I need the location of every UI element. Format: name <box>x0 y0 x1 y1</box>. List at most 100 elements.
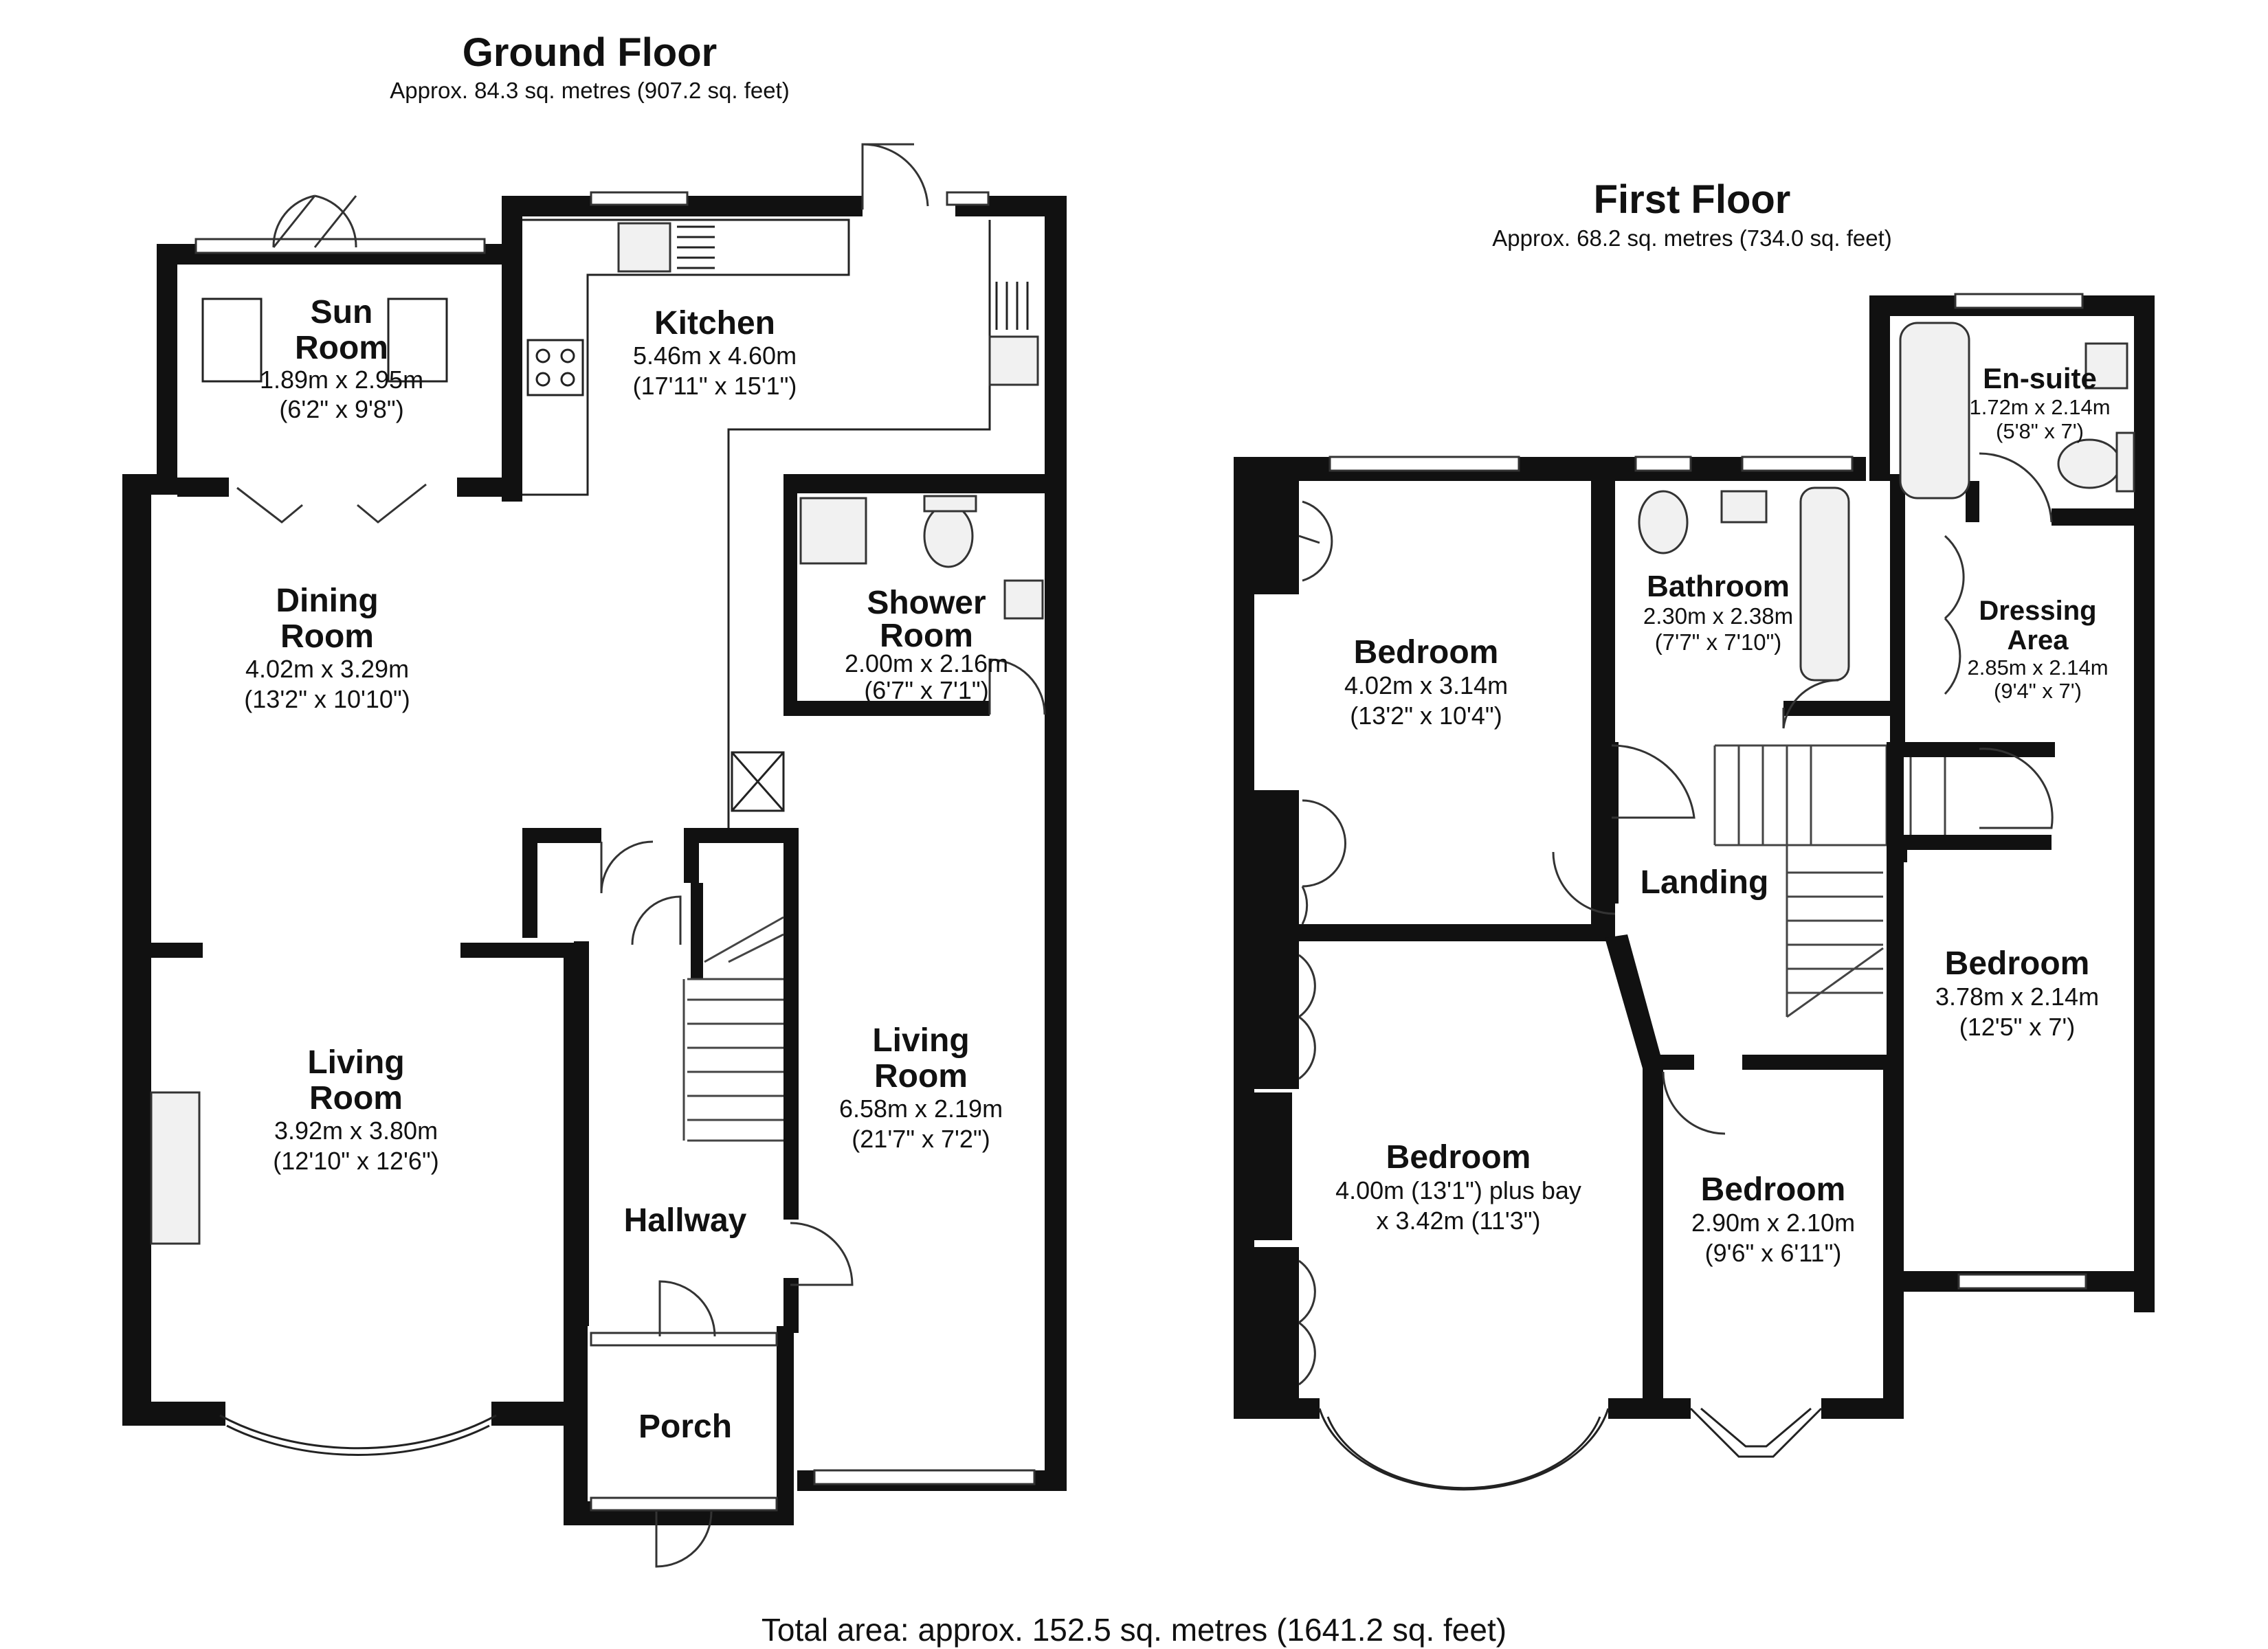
toilet-cistern <box>2115 431 2135 493</box>
door-icon <box>1979 452 2053 523</box>
wall <box>1643 1058 1663 1402</box>
cupboard-icon <box>731 751 785 812</box>
bedroom-window <box>1957 1273 2087 1290</box>
basin-icon <box>1720 490 1768 524</box>
bay-window-icon <box>226 1424 490 1456</box>
landing-name: Landing <box>1641 864 1769 901</box>
wall <box>1254 924 1612 941</box>
toilet-icon <box>1638 490 1689 554</box>
wall <box>122 474 151 1422</box>
wall <box>691 883 703 979</box>
wall <box>1821 1398 1904 1419</box>
wall <box>1783 701 1900 716</box>
wall <box>2052 508 2134 526</box>
kitchen-metric: 5.46m x 4.60m <box>633 341 797 370</box>
shower-room-name: Room <box>880 618 973 654</box>
door-icon <box>988 658 1046 715</box>
bedroom-3-name: Bedroom <box>1386 1139 1531 1176</box>
bifold-door-icon <box>236 483 427 524</box>
living-room-2-name: Room <box>874 1058 968 1095</box>
sun-room-imperial: (6'2" x 9'8") <box>279 395 403 423</box>
wall <box>1649 1055 1694 1070</box>
wall <box>1254 790 1299 928</box>
en-suite-metric: 1.72m x 2.14m <box>1969 395 2110 419</box>
sink-icon <box>617 222 671 273</box>
sun-room-metric: 1.89m x 2.95m <box>260 366 423 394</box>
kitchen-window <box>946 191 990 206</box>
kitchen-imperial: (17'11" x 15'1") <box>633 372 797 400</box>
french-door-icon <box>272 194 357 248</box>
shower-room-metric: 2.00m x 2.16m <box>845 649 1008 677</box>
hallway-name: Hallway <box>624 1202 747 1239</box>
bath-icon <box>1899 322 1970 500</box>
wall <box>1601 742 1619 904</box>
bedroom-2-imperial: (12'5" x 7') <box>1959 1013 2076 1041</box>
staircase-icon <box>1713 744 1946 846</box>
wall <box>574 941 589 1326</box>
living-room-2-metric: 6.58m x 2.19m <box>839 1095 1003 1123</box>
wall <box>1237 1092 1292 1240</box>
door-icon <box>600 840 654 894</box>
wall <box>177 478 229 497</box>
bedroom-1-name: Bedroom <box>1354 634 1499 671</box>
door-icon <box>1552 851 1616 915</box>
bedroom-3-imperial: x 3.42m (11'3") <box>1376 1207 1540 1235</box>
sun-room-name: Sun <box>311 294 373 330</box>
bathroom-name: Bathroom <box>1647 570 1790 603</box>
wall <box>684 828 699 883</box>
staircase-icon <box>704 916 784 963</box>
wall <box>2134 295 2155 1312</box>
wall <box>783 828 799 1220</box>
shower-room-name: Shower <box>867 585 986 621</box>
bathroom-window <box>1741 456 1854 472</box>
drainer-icon <box>677 225 715 269</box>
bath-icon <box>1799 486 1850 682</box>
porch-window <box>590 1332 778 1347</box>
shower-room-imperial: (6'7" x 7'1") <box>864 676 988 704</box>
toilet-icon <box>923 504 974 568</box>
bedroom-3-metric: 4.00m (13'1") plus bay <box>1335 1176 1581 1204</box>
living-room-name: Room <box>309 1080 403 1117</box>
wall <box>1887 742 1904 1058</box>
dining-room-metric: 4.02m x 3.29m <box>245 655 409 683</box>
bathroom-imperial: (7'7" x 7'10") <box>1655 629 1782 655</box>
shower-tray-icon <box>799 497 867 565</box>
dressing-area-name: Dressing <box>1979 596 2096 626</box>
kitchen-name: Kitchen <box>654 305 775 341</box>
sun-room-window <box>194 238 486 254</box>
wall <box>522 828 601 843</box>
kitchen-counter <box>727 220 991 828</box>
first-floor-area: Approx. 68.2 sq. metres (734.0 sq. feet) <box>1492 225 1891 251</box>
wall <box>502 196 522 502</box>
dressing-area-imperial: (9'4" x 7') <box>1994 679 2082 703</box>
ground-floor-area: Approx. 84.3 sq. metres (907.2 sq. feet) <box>390 78 789 103</box>
basin-icon <box>1003 579 1044 620</box>
wardrobe-door-icon <box>1298 500 1333 582</box>
hob-icon <box>526 339 584 396</box>
wall <box>783 474 1065 493</box>
living-room-window <box>813 1469 1036 1485</box>
sink-icon <box>988 335 1039 386</box>
en-suite-name: En-suite <box>1983 362 2097 394</box>
bedroom-1-imperial: (13'2" x 10'4") <box>1350 702 1502 730</box>
wall <box>1890 474 1905 742</box>
bedroom-2-name: Bedroom <box>1945 945 2090 982</box>
bay-window-icon <box>1326 1416 1601 1490</box>
kitchen-counter <box>522 218 850 496</box>
skylight-icon <box>201 298 448 383</box>
wall <box>1605 934 1663 1068</box>
door-icon <box>658 1280 716 1337</box>
bedroom-4-imperial: (9'6" x 6'11") <box>1705 1239 1842 1267</box>
porch-window <box>590 1496 778 1512</box>
living-room-name: Living <box>307 1044 404 1081</box>
living-room-2-name: Living <box>872 1022 969 1059</box>
bay-window-icon <box>1318 1408 1610 1491</box>
wall <box>157 244 177 484</box>
wall <box>783 1278 799 1333</box>
wall <box>1742 1055 1897 1070</box>
door-icon <box>1611 744 1696 819</box>
wall <box>783 474 797 708</box>
first-floor-title: First Floor <box>1594 177 1791 222</box>
staircase-icon <box>1786 845 1884 1018</box>
wall <box>1869 295 1890 481</box>
